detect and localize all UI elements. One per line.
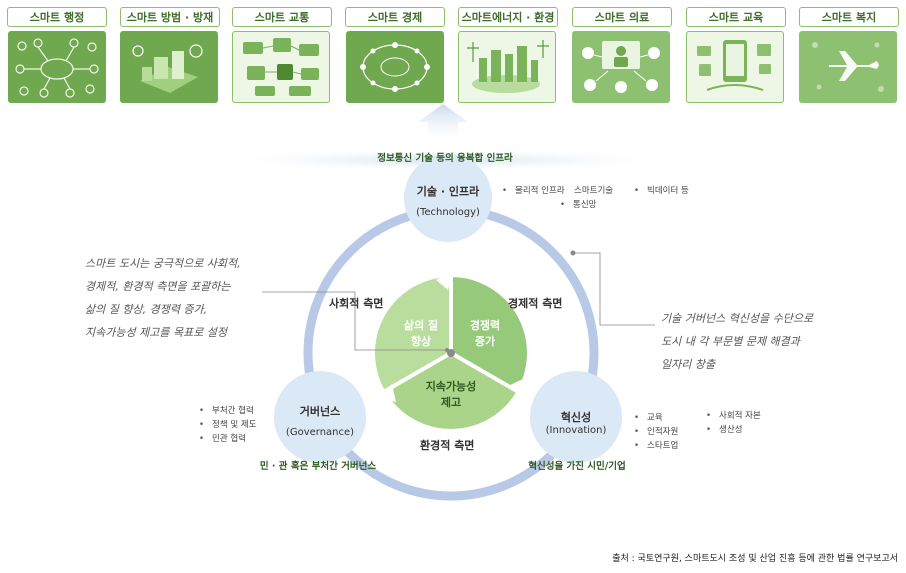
category-label-traffic[interactable]: 스마트 교통 [232, 7, 332, 27]
leader-lines [262, 252, 655, 351]
right-note-line: 도시 내 각 부문별 문제 해결과 [661, 335, 800, 348]
center-pie [373, 272, 529, 431]
category-label-economy[interactable]: 스마트 경제 [345, 7, 445, 27]
right-note: 기술 거버넌스 혁신성을 수단으로 도시 내 각 부문별 문제 해결과 일자리 … [661, 307, 861, 376]
list-item: 물리적 인프라 [502, 184, 565, 198]
list-item: 정책 및 제도 [199, 418, 257, 432]
governance-title: 거버넌스 [299, 405, 341, 418]
tablet-education-icon [686, 31, 784, 103]
technology-list-c: 빅데이터 등 [634, 184, 689, 198]
sustainability-line-2: 제고 [440, 396, 462, 409]
green-energy-icon [458, 31, 556, 103]
airplane-welfare-icon [799, 31, 897, 103]
cloud-network-icon [8, 31, 106, 103]
left-note-line: 삶의 질 향상, 경쟁력 증가, [85, 303, 208, 316]
category-label-energy[interactable]: 스마트에너지 · 환경 [458, 7, 558, 27]
category-label-security[interactable]: 스마트 방범 · 방재 [120, 7, 220, 27]
list-item: 사회적 자본 [706, 409, 761, 423]
category-label-medical[interactable]: 스마트 의료 [572, 7, 672, 27]
technology-node [404, 154, 492, 242]
innovation-title: 혁신성 [560, 411, 592, 424]
innovation-caption: 혁신성을 가진 시민/기업 [528, 461, 626, 472]
innovation-subtitle: (Innovation) [545, 425, 607, 436]
right-note-line: 일자리 창출 [661, 358, 716, 371]
sustainability-line-1: 지속가능성 [425, 380, 477, 393]
left-note-line: 지속가능성 제고를 목표로 설정 [85, 326, 228, 339]
quality-label: 삶의 질 향상 [393, 318, 449, 350]
governance-list: 부처간 협력 정책 및 제도 민관 협력 [199, 404, 257, 446]
medical-doctor-icon [572, 31, 670, 103]
right-note-line: 기술 거버넌스 혁신성을 수단으로 [661, 312, 814, 325]
governance-caption: 민 · 관 혹은 부처간 거버넌스 [259, 461, 377, 472]
list-item: 인적자원 [634, 425, 678, 439]
environmental-aspect: 환경적 측면 [420, 439, 475, 452]
city-security-icon [120, 31, 218, 103]
competitiveness-line-2: 증가 [474, 335, 496, 348]
innovation-list-left: 교육 인적자원 스타트업 [634, 411, 678, 453]
technology-list-a: 물리적 인프라 [502, 184, 565, 198]
technology-title: 기술 · 인프라 [416, 185, 480, 198]
list-item: 빅데이터 등 [634, 184, 689, 198]
list-item: 스타트업 [634, 439, 678, 453]
quality-line-2: 향상 [410, 335, 432, 348]
infra-caption: 정보통신 기술 등의 융복합 인프라 [377, 153, 513, 164]
category-label-education[interactable]: 스마트 교육 [686, 7, 786, 27]
quality-line-1: 삶의 질 [403, 319, 439, 332]
technology-item-b: 스마트기술 [574, 186, 614, 196]
category-label-welfare[interactable]: 스마트 복지 [799, 7, 899, 27]
competitiveness-line-1: 경쟁력 [469, 319, 501, 332]
left-note-line: 스마트 도시는 궁극적으로 사회적, [85, 257, 241, 270]
list-item: 통신망 [560, 198, 596, 212]
economic-aspect: 경제적 측면 [508, 297, 563, 310]
innovation-list-right: 사회적 자본 생산성 [706, 409, 761, 437]
traffic-map-icon [232, 31, 330, 103]
innovation-node [530, 371, 622, 463]
list-item: 민관 협력 [199, 432, 257, 446]
technology-list-a2: 통신망 [560, 198, 596, 212]
governance-subtitle: (Governance) [285, 427, 355, 438]
list-item: 교육 [634, 411, 678, 425]
category-label-admin[interactable]: 스마트 행정 [7, 7, 107, 27]
competitiveness-label: 경쟁력 증가 [456, 318, 514, 350]
left-note: 스마트 도시는 궁극적으로 사회적, 경제적, 환경적 측면을 포괄하는 삶의 … [85, 252, 275, 344]
governance-node [274, 371, 366, 463]
upward-arrow [418, 104, 468, 145]
list-item: 생산성 [706, 423, 761, 437]
left-note-line: 경제적, 환경적 측면을 포괄하는 [85, 280, 231, 293]
social-aspect: 사회적 측면 [329, 297, 384, 310]
source-caption: 출처 : 국토연구원, 스마트도시 조성 및 산업 진흥 등에 관한 법률 연구… [612, 554, 898, 564]
sustainability-label: 지속가능성 제고 [412, 379, 490, 411]
technology-subtitle: (Technology) [416, 207, 480, 218]
economy-network-icon [346, 31, 444, 103]
list-item: 부처간 협력 [199, 404, 257, 418]
